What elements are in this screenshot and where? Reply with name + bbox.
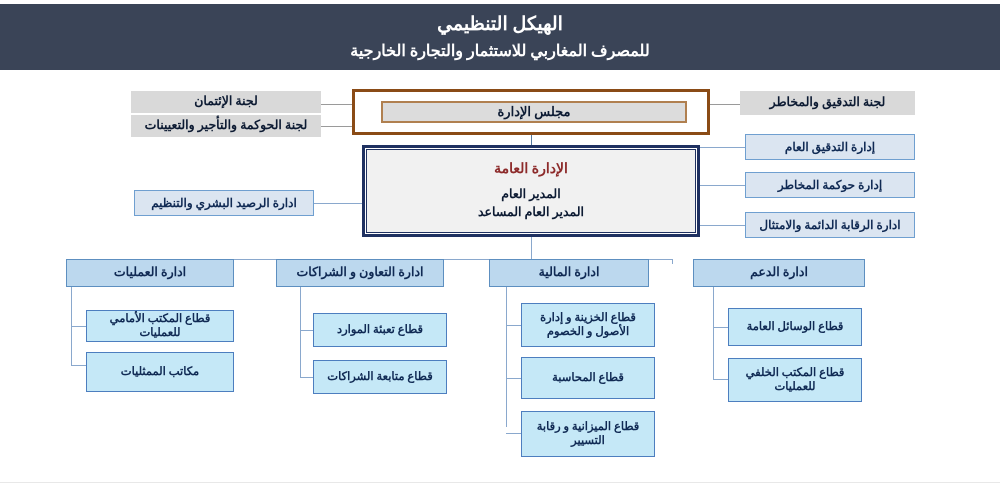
department-box-human-resources-organization[interactable]: ادارة الرصيد البشري والتنظيم [134, 190, 314, 216]
unit-label: قطاع المكتب الأمامي للعمليات [109, 312, 211, 339]
committee-label: لجنة التدقيق والمخاطر [769, 95, 886, 110]
department-box-general-audit[interactable]: إدارة التدقيق العام [745, 134, 915, 160]
department-label: إدارة حوكمة المخاطر [777, 177, 883, 192]
role-director-general: المدير العام [501, 187, 561, 202]
page-title: الهيكل التنظيمي [437, 14, 563, 35]
general-management-roles: المدير العام المدير العام المساعد [478, 185, 584, 221]
connector-support-unit-1 [713, 327, 728, 328]
connector-finance-unit-2 [506, 378, 521, 379]
connector-operations-unit-1 [71, 326, 86, 327]
unit-box-operations-back-office[interactable]: قطاع المكتب الخلفي للعمليات [728, 358, 862, 402]
role-deputy-director-general: المدير العام المساعد [477, 205, 585, 220]
general-management-title: الإدارة العامة [494, 161, 568, 177]
connector-support-spine [713, 287, 714, 379]
unit-label: قطاع الخزينة و إدارة الأصول و الخصوم [540, 311, 636, 338]
connector-board-to-gm [531, 134, 532, 146]
connector-gm-drop [531, 237, 532, 259]
board-of-directors-label-box: مجلس الإدارة [381, 101, 687, 123]
division-label: ادارة العمليات [113, 265, 187, 280]
division-label: ادارة التعاون و الشراكات [296, 265, 424, 280]
unit-box-general-services[interactable]: قطاع الوسائل العامة [728, 308, 862, 346]
unit-label: مكاتب الممثليات [120, 365, 200, 378]
connector-cooperation-spine [300, 287, 301, 377]
connector-gm-risk-dept [700, 185, 745, 186]
connector-support-unit-2 [713, 379, 728, 380]
department-box-risk-governance[interactable]: إدارة حوكمة المخاطر [745, 172, 915, 198]
connector-operations-unit-2 [71, 365, 86, 366]
unit-label: قطاع متابعة الشراكات [327, 370, 433, 383]
connector-governance-committee [321, 126, 353, 127]
division-label: ادارة المالية [538, 265, 600, 280]
committee-label: لجنة الإئتمان [194, 94, 258, 109]
unit-label: قطاع المحاسبة [552, 371, 624, 384]
page-subtitle: للمصرف المغاربي للاستثمار والتجارة الخار… [350, 43, 650, 60]
department-box-permanent-control-compliance[interactable]: ادارة الرقابة الدائمة والامتثال [745, 212, 915, 238]
connector-gm-compliance-dept [700, 225, 745, 226]
unit-label: قطاع تعبئة الموارد [336, 323, 424, 336]
committee-box-governance[interactable]: لجنة الحوكمة والتأجير والتعيينات [131, 115, 321, 137]
division-box-support[interactable]: ادارة الدعم [693, 259, 865, 287]
connector-finance-unit-1 [506, 325, 521, 326]
board-of-directors-box[interactable]: مجلس الإدارة [352, 89, 710, 135]
department-label: ادارة الرقابة الدائمة والامتثال [759, 217, 901, 232]
unit-label: قطاع الميزانية و رقابة التسيير [536, 420, 640, 447]
department-label: ادارة الرصيد البشري والتنظيم [151, 195, 297, 210]
unit-label: قطاع الوسائل العامة [746, 320, 844, 333]
connector-gm-audit-dept [700, 147, 745, 148]
connector-cooperation-unit-1 [300, 330, 313, 331]
general-management-box[interactable]: الإدارة العامة المدير العام المدير العام… [362, 145, 700, 237]
division-box-operations[interactable]: ادارة العمليات [66, 259, 234, 287]
committee-box-credit[interactable]: لجنة الإئتمان [131, 91, 321, 113]
unit-label: قطاع المكتب الخلفي للعمليات [745, 366, 845, 393]
division-box-finance[interactable]: ادارة المالية [489, 259, 649, 287]
division-label: ادارة الدعم [750, 265, 808, 280]
connector-finance-spine [506, 287, 507, 427]
connector-credit-committee [321, 104, 353, 105]
committee-label: لجنة الحوكمة والتأجير والتعيينات [144, 118, 308, 133]
unit-box-resource-mobilization[interactable]: قطاع تعبئة الموارد [313, 313, 447, 347]
unit-box-partnership-followup[interactable]: قطاع متابعة الشراكات [313, 360, 447, 394]
division-box-cooperation-partnerships[interactable]: ادارة التعاون و الشراكات [276, 259, 444, 287]
unit-box-budget-management-control[interactable]: قطاع الميزانية و رقابة التسيير [521, 411, 655, 457]
connector-audit-risk-committee [710, 104, 740, 105]
committee-box-audit-risk[interactable]: لجنة التدقيق والمخاطر [740, 91, 915, 115]
connector-bus-to-support [672, 259, 673, 264]
department-label: إدارة التدقيق العام [784, 139, 876, 154]
connector-gm-hr-dept [314, 203, 362, 204]
unit-box-operations-front-office[interactable]: قطاع المكتب الأمامي للعمليات [86, 310, 234, 342]
page-header: الهيكل التنظيمي للمصرف المغاربي للاستثما… [0, 4, 1000, 70]
unit-box-accounting[interactable]: قطاع المحاسبة [521, 357, 655, 399]
connector-cooperation-unit-2 [300, 377, 313, 378]
unit-box-treasury-alm[interactable]: قطاع الخزينة و إدارة الأصول و الخصوم [521, 303, 655, 347]
unit-box-representative-offices[interactable]: مكاتب الممثليات [86, 352, 234, 392]
board-of-directors-label: مجلس الإدارة [497, 103, 571, 119]
connector-finance-unit-3 [506, 433, 521, 434]
